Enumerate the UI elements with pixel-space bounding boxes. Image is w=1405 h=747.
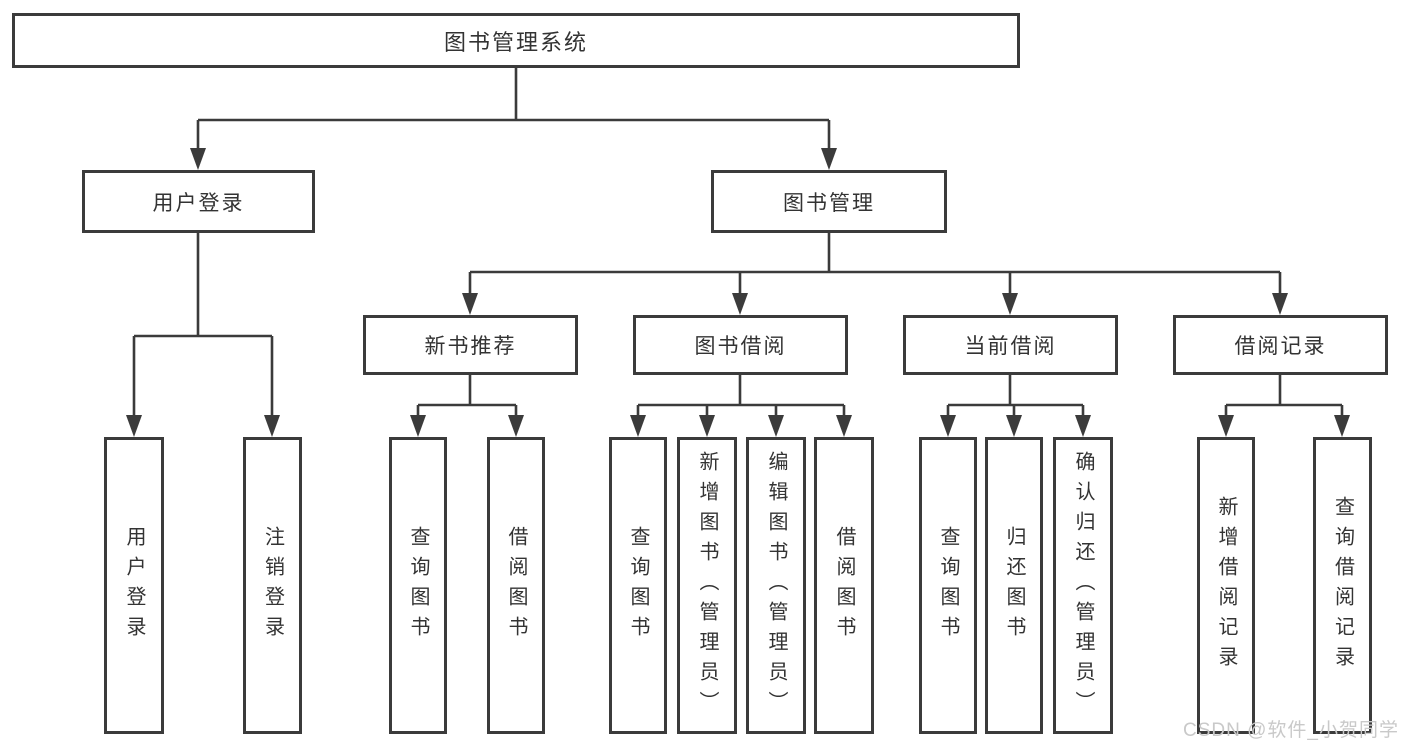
node-library-management-system: 图书管理系统	[12, 13, 1020, 68]
connector-root-to-level2	[190, 68, 837, 170]
leaf-label: 借阅图书	[505, 525, 527, 646]
leaf-label: 编辑图书（管理员）	[765, 450, 787, 721]
leaf-query-book-recommend: 查询图书	[389, 437, 447, 734]
leaf-borrow-book: 借阅图书	[814, 437, 874, 734]
node-label: 新书推荐	[424, 335, 517, 358]
leaf-label: 确认归还（管理员）	[1072, 450, 1094, 721]
node-new-book-recommend: 新书推荐	[363, 315, 578, 375]
leaf-query-book-borrow: 查询图书	[609, 437, 667, 734]
leaf-label: 查询图书	[627, 525, 649, 646]
node-book-management: 图书管理	[711, 170, 947, 233]
leaf-user-login: 用户登录	[104, 437, 164, 734]
node-label: 用户登录	[152, 191, 245, 215]
leaf-return-book: 归还图书	[985, 437, 1043, 734]
node-user-login: 用户登录	[82, 170, 315, 233]
connector-book-mgmt-children	[462, 233, 1288, 315]
connector-current-borrow-children	[940, 375, 1091, 437]
leaf-logout: 注销登录	[243, 437, 302, 734]
leaf-label: 用户登录	[123, 525, 145, 646]
leaf-label: 查询借阅记录	[1331, 495, 1354, 676]
connector-user-login-children	[126, 233, 280, 437]
node-label: 当前借阅	[964, 335, 1057, 358]
connector-new-book-children	[410, 375, 524, 437]
leaf-label: 注销登录	[261, 525, 284, 646]
leaf-label: 新增图书（管理员）	[696, 450, 718, 721]
leaf-add-borrow-record: 新增借阅记录	[1197, 437, 1255, 734]
node-label: 图书管理	[783, 191, 875, 215]
leaf-label: 新增借阅记录	[1215, 495, 1237, 676]
node-label: 借阅记录	[1234, 335, 1327, 358]
node-book-borrow: 图书借阅	[633, 315, 848, 375]
connector-book-borrow-children	[630, 375, 852, 437]
leaf-query-book-current: 查询图书	[919, 437, 977, 734]
leaf-add-book-admin: 新增图书（管理员）	[677, 437, 737, 734]
leaf-query-borrow-record: 查询借阅记录	[1313, 437, 1372, 734]
node-current-borrow: 当前借阅	[903, 315, 1118, 375]
leaf-label: 查询图书	[407, 525, 429, 646]
leaf-label: 归还图书	[1003, 525, 1025, 646]
connector-borrow-record-children	[1218, 375, 1350, 437]
node-borrow-record: 借阅记录	[1173, 315, 1388, 375]
leaf-edit-book-admin: 编辑图书（管理员）	[746, 437, 806, 734]
leaf-borrow-book-recommend: 借阅图书	[487, 437, 545, 734]
leaf-label: 查询图书	[937, 525, 959, 646]
leaf-label: 借阅图书	[833, 525, 855, 646]
leaf-confirm-return-admin: 确认归还（管理员）	[1053, 437, 1113, 734]
csdn-watermark: CSDN @软件_小贺同学	[1183, 720, 1399, 741]
node-label: 图书管理系统	[443, 29, 588, 55]
node-label: 图书借阅	[694, 335, 787, 358]
